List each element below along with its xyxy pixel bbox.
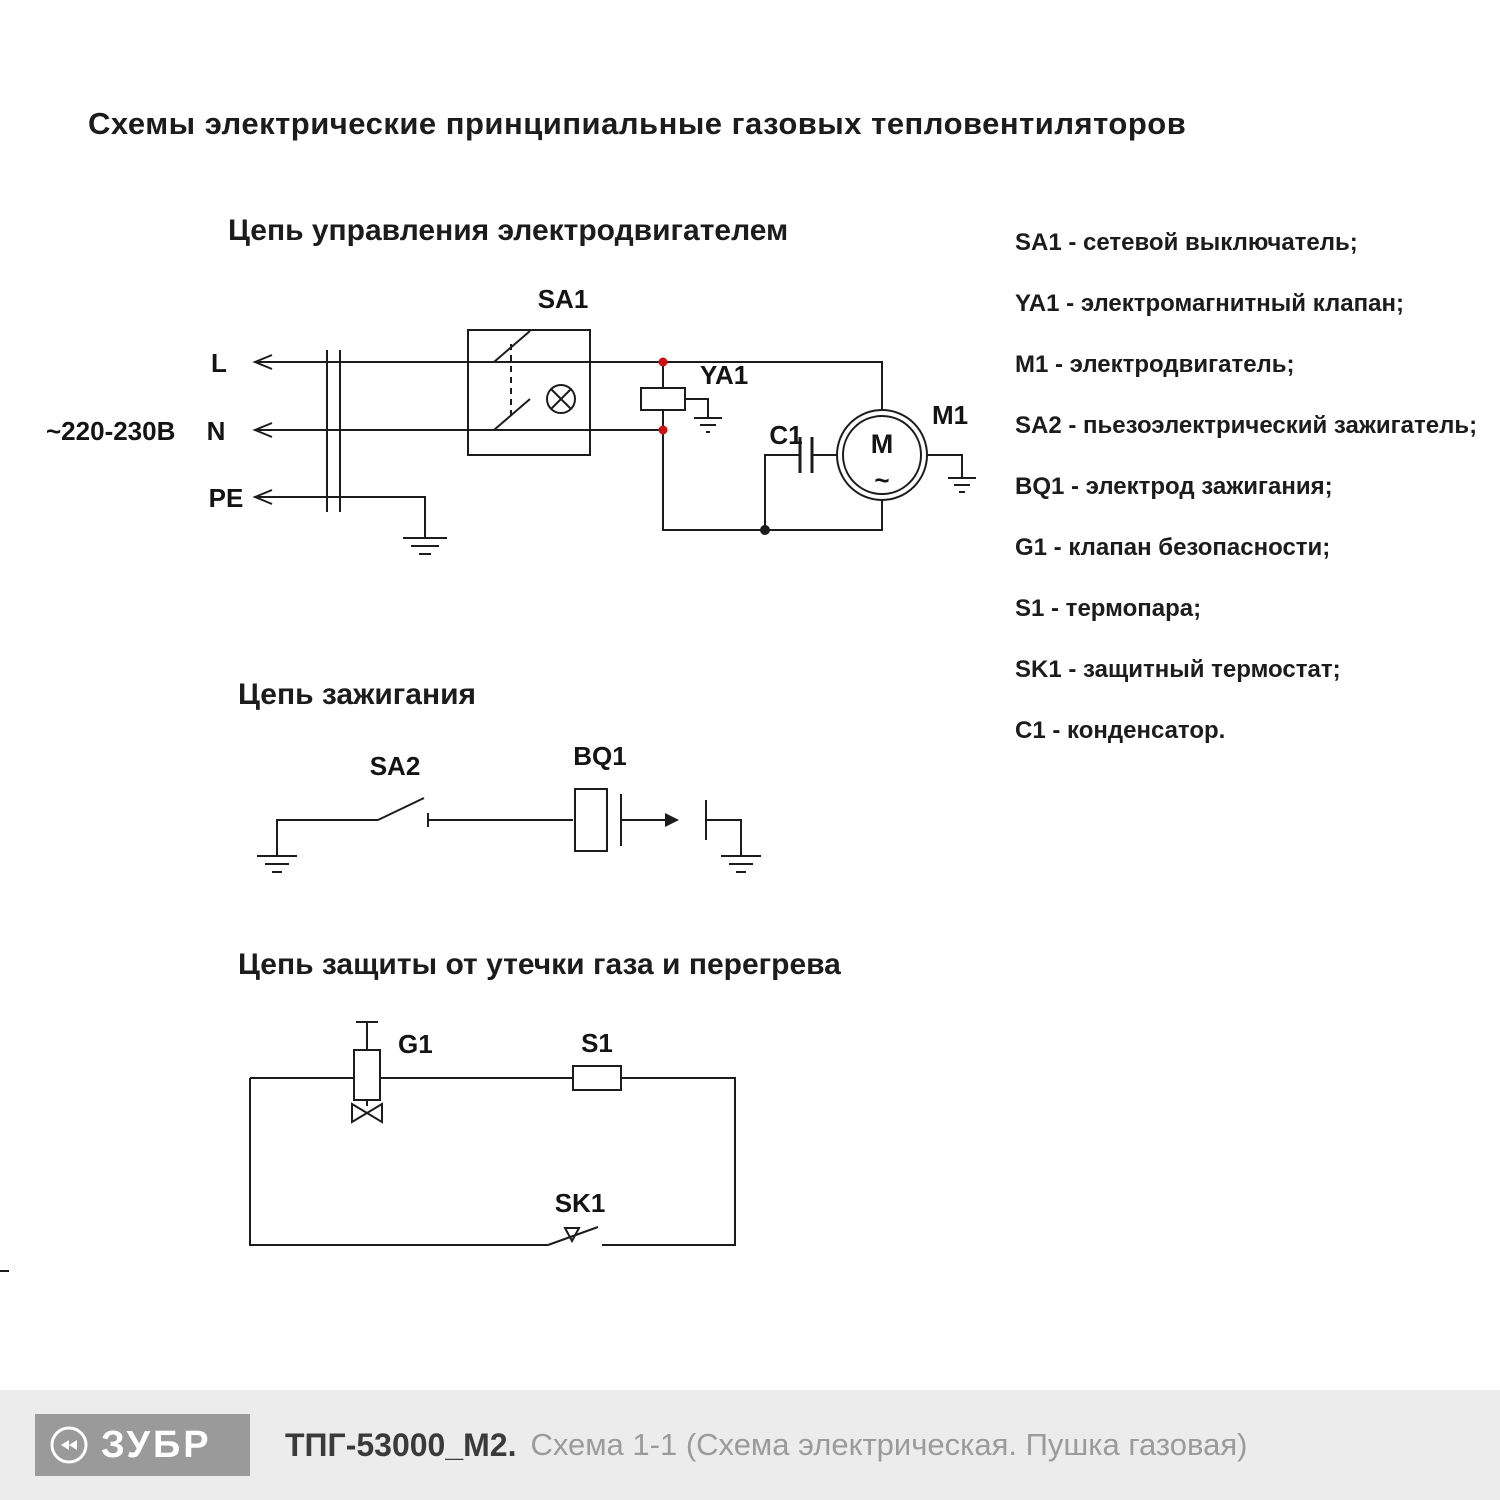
- legend-item-sa1: SA1 - сетевой выключатель;: [1015, 229, 1358, 256]
- caption-text: Схема 1-1 (Схема электрическая. Пушка га…: [530, 1427, 1248, 1462]
- spark-arrow-icon: [665, 813, 679, 827]
- legend-item-bq1: BQ1 - электрод зажигания;: [1015, 473, 1333, 500]
- ya1-coil: [640, 387, 686, 411]
- legend-item-s1: S1 - термопара;: [1015, 595, 1202, 622]
- sk1-thermostat: [547, 1226, 599, 1246]
- g1-label: G1: [398, 1029, 433, 1059]
- sk1-contact-triangle-icon: [563, 1227, 581, 1244]
- circuit1-title: Цепь управления электродвигателем: [228, 214, 789, 247]
- footer-bar: ЗУБР ТПГ-53000_М2. Схема 1-1 (Схема элек…: [0, 1390, 1500, 1500]
- sa2-blade: [377, 797, 425, 821]
- loop-bottom-left: [249, 1078, 548, 1246]
- ign-right-ground-icon: [721, 855, 761, 873]
- motor-m1: M ~: [836, 409, 976, 501]
- circuit-protection: G1 S1 SK1: [249, 1021, 736, 1246]
- ign-left-ground-icon: [257, 855, 297, 873]
- sa2-switch: [377, 797, 429, 827]
- sa1-label: SA1: [538, 284, 589, 314]
- cable-ticks: [326, 350, 341, 512]
- junction-red-top: [658, 357, 668, 367]
- schematic-canvas: M ~ ~220-230В L N PE SA1 YA1 C1 M1: [0, 284, 976, 1272]
- m1-label: M1: [932, 400, 968, 430]
- motor-letter: M: [871, 429, 894, 459]
- sk1-blade: [547, 1226, 599, 1246]
- c1-branch: [764, 454, 837, 530]
- junction-red-bottom: [658, 425, 668, 435]
- sa2-label: SA2: [370, 751, 421, 781]
- circuit2-title: Цепь зажигания: [238, 678, 477, 711]
- brand-text: ЗУБР: [101, 1424, 212, 1466]
- bq1-electrode: [574, 788, 742, 856]
- ya1-ground-stub: [685, 398, 709, 418]
- legend-item-m1: M1 - электродвигатель;: [1015, 351, 1295, 378]
- zubr-logo-icon: [50, 1426, 88, 1464]
- wire-n: [255, 429, 883, 531]
- indicator-lamp-icon: [546, 384, 576, 414]
- legend-item-g1: G1 - клапан безопасности;: [1015, 534, 1331, 561]
- legend-item-sa2: SA2 - пьезоэлектрический зажигатель;: [1015, 412, 1478, 439]
- ign-left-wire: [276, 819, 378, 856]
- g1-safety-valve: [351, 1021, 383, 1124]
- circuit-motor-control: M ~ ~220-230В L N PE SA1 YA1 C1 M1: [46, 284, 976, 555]
- zubr-logo: ЗУБР: [35, 1414, 250, 1476]
- legend: SA1 - сетевой выключатель; YA1 - электро…: [1015, 212, 1485, 761]
- ya1-label: YA1: [700, 360, 748, 390]
- wire-pe: [255, 496, 426, 538]
- s1-label: S1: [581, 1028, 613, 1058]
- legend-item-sk1: SK1 - защитный термостат;: [1015, 656, 1341, 683]
- capacitor-c1: [764, 437, 837, 530]
- g1-valve-bowtie-icon: [351, 1102, 383, 1124]
- circuit3-title: Цепь защиты от утечки газа и перегрева: [238, 948, 841, 981]
- g1-coil: [353, 1049, 381, 1101]
- legend-item-ya1: YA1 - электромагнитный клапан;: [1015, 290, 1404, 317]
- bq1-body: [574, 788, 608, 852]
- motor-ground-icon: [948, 477, 976, 493]
- circuit-ignition: SA2 BQ1: [257, 741, 761, 873]
- page-title: Схемы электрические принципиальные газов…: [88, 106, 1187, 141]
- wire-l: [255, 361, 883, 410]
- legend-item-c1: C1 - конденсатор.: [1015, 717, 1226, 744]
- line-pe-label: PE: [209, 483, 244, 513]
- g1-plunger: [356, 1021, 378, 1050]
- sa1-switch: [467, 329, 591, 456]
- bq1-receiver: [705, 800, 742, 856]
- motor-ground-stub: [927, 454, 963, 478]
- ya1-ground-icon: [694, 417, 722, 433]
- loop-top-right: [602, 1077, 736, 1246]
- c1-label: C1: [769, 420, 802, 450]
- pe-ground-icon: [403, 537, 447, 555]
- line-n-label: N: [207, 416, 226, 446]
- c1-plates: [798, 437, 814, 473]
- sa1-box: [467, 329, 591, 456]
- sk1-label: SK1: [555, 1188, 606, 1218]
- bq1-label: BQ1: [573, 741, 626, 771]
- footer-caption: ТПГ-53000_М2. Схема 1-1 (Схема электриче…: [285, 1390, 1247, 1500]
- supply-label: ~220-230В: [46, 416, 175, 446]
- motor-tilde: ~: [874, 465, 889, 495]
- line-l-label: L: [211, 348, 227, 378]
- model-text: ТПГ-53000_М2.: [285, 1426, 517, 1463]
- s1-thermocouple: [572, 1065, 622, 1091]
